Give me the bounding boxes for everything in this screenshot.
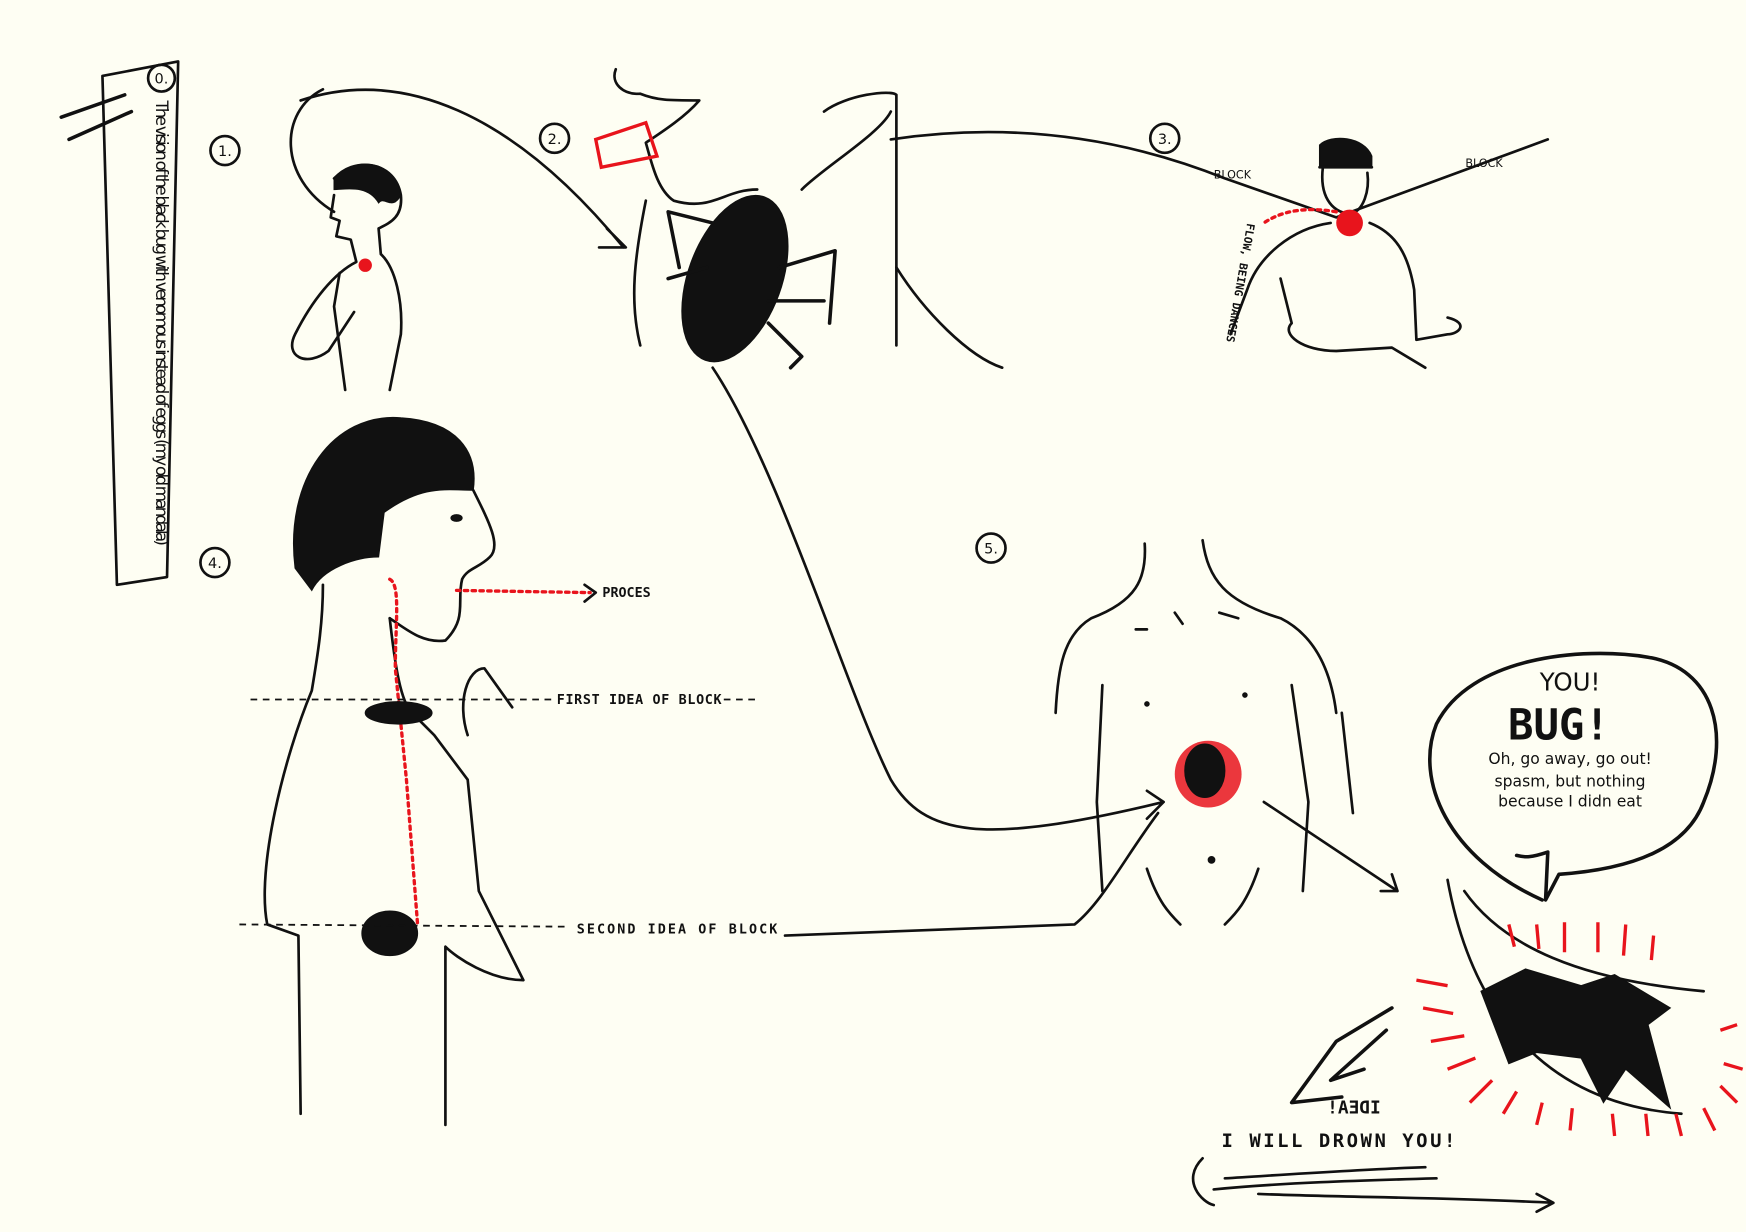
step-2: 2. <box>548 132 562 148</box>
step-markers: 1. 2. 3. 4. 5. <box>199 122 1181 579</box>
step-4: 4. <box>208 556 222 572</box>
figure-3-kneeling-man: BLOCK BLOCK FLOW, BEING DANCES <box>889 130 1550 370</box>
caption-number: 0. <box>155 72 169 88</box>
second-block-label: SECOND IDEA OF BLOCK <box>577 922 777 937</box>
bubble-line-5: because I didn eat <box>1498 792 1642 810</box>
step-3: 3. <box>1158 132 1172 148</box>
bubble-line-3: Oh, go away, go out! <box>1488 750 1652 768</box>
first-block-label: FIRST IDEA OF BLOCK <box>557 693 722 708</box>
flow-label: FLOW, BEING DANCES <box>1223 222 1257 343</box>
bug-attacked: IDEA! I WILL DROWN YOU! <box>1191 878 1744 1214</box>
idea-label-mirrored: IDEA! <box>1327 1098 1381 1119</box>
figure-4-profile: PROCES FIRST IDEA OF BLOCK SECOND IDEA O… <box>239 417 1160 1127</box>
bubble-bug: BUG! <box>1508 701 1610 750</box>
speech-bubble: YOU! BUG! Oh, go away, go out! spasm, bu… <box>1428 651 1719 902</box>
block-label-right: BLOCK <box>1465 157 1503 170</box>
figure-2-bug <box>593 67 1165 831</box>
step-1: 1. <box>218 144 232 160</box>
block-label-left: BLOCK <box>1214 168 1252 181</box>
bubble-line-4: spasm, but nothing <box>1495 772 1646 790</box>
drown-label: I WILL DROWN YOU! <box>1222 1130 1456 1152</box>
step-5: 5. <box>984 542 998 558</box>
caption-box: 0. The vision of the black bug with veno… <box>59 60 180 587</box>
caption-text: The vision of the black bug with venomou… <box>152 99 172 545</box>
bubble-you: YOU! <box>1539 668 1601 697</box>
figure-5-torso <box>1054 538 1399 926</box>
proces-label: PROCES <box>602 586 650 601</box>
figure-1-man <box>289 87 628 392</box>
